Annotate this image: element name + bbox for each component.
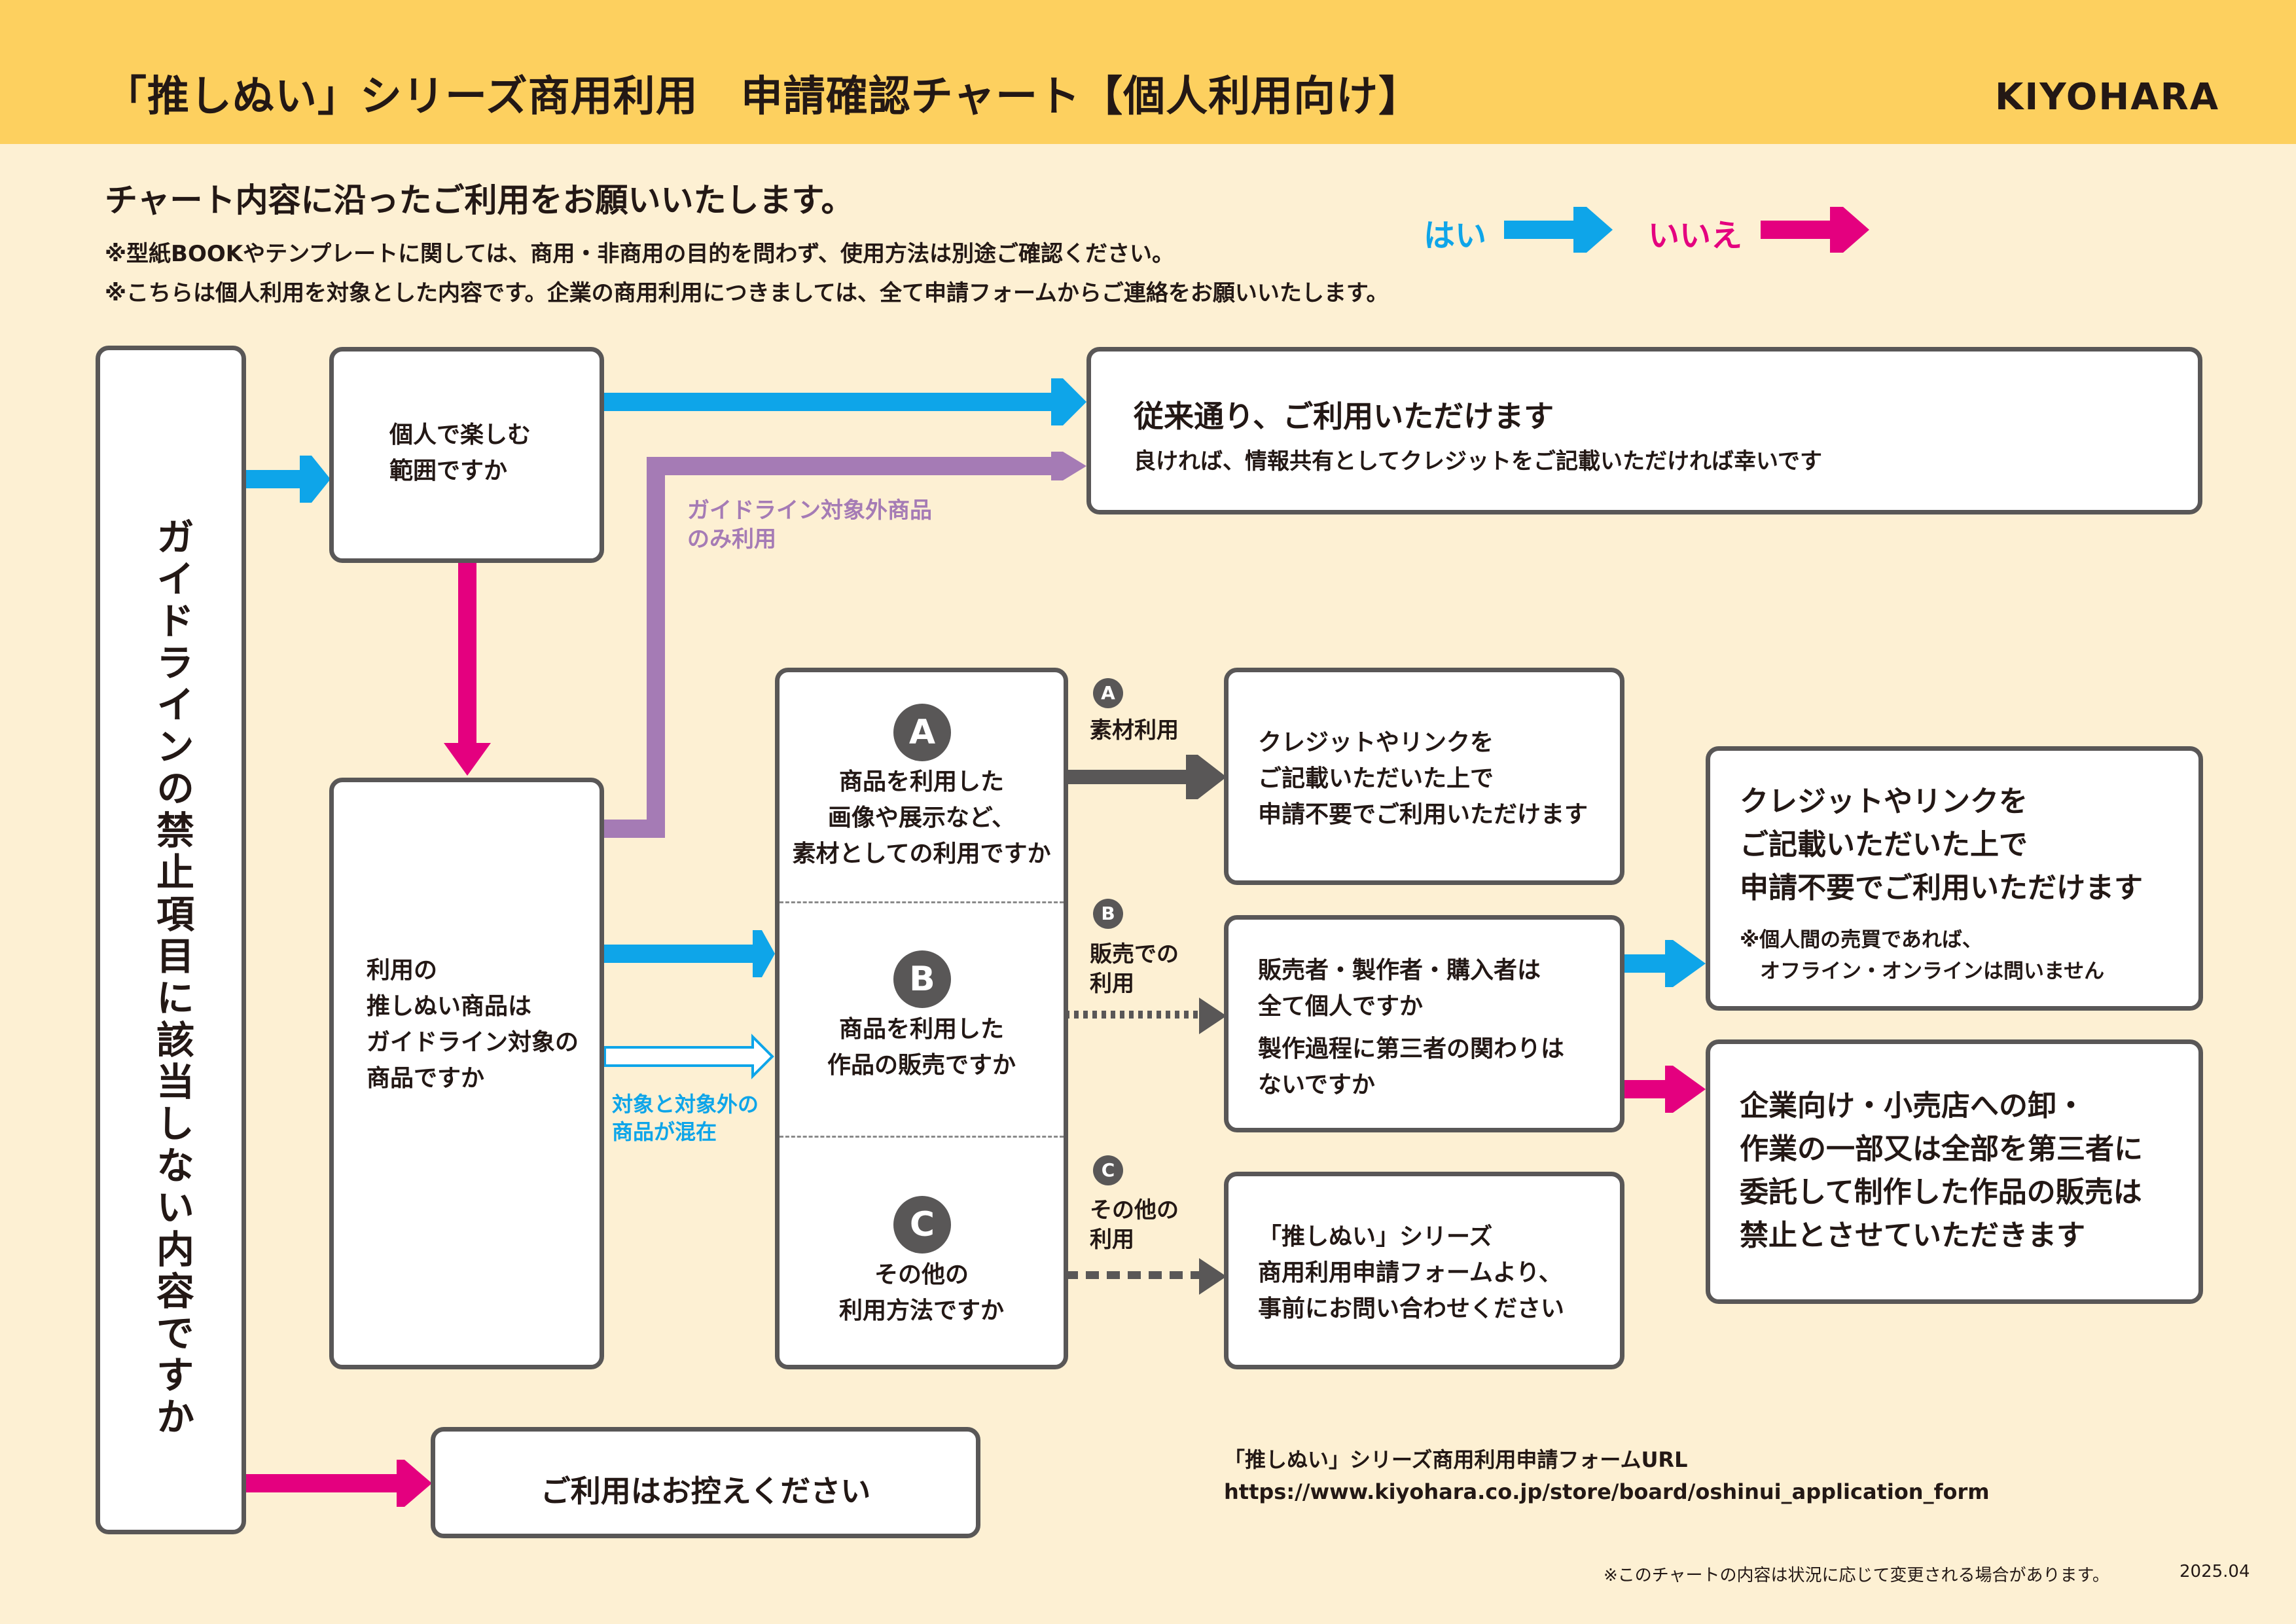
final-no-line-1: 企業向け・小売店への卸・ bbox=[1740, 1089, 2085, 1123]
product-node: 利用の 推しぬい商品は ガイドライン対象の 商品ですか bbox=[329, 778, 604, 1369]
final-no-node: 企業向け・小売店への卸・ 作業の一部又は全部を第三者に 委託して制作した作品の販… bbox=[1706, 1039, 2203, 1304]
edge-c-badge: C bbox=[1093, 1155, 1123, 1185]
product-line-4: 商品ですか bbox=[367, 1065, 485, 1092]
option-a-line-1: 商品を利用した bbox=[838, 768, 1004, 795]
refrain-node: ご利用はお控えください bbox=[431, 1427, 980, 1538]
arrow-sellers-to-final-no bbox=[1622, 1066, 1706, 1113]
edge-b-label-1: 販売での bbox=[1090, 941, 1179, 967]
options-node: A 商品を利用した 画像や展示など、 素材としての利用ですか B 商品を利用した… bbox=[775, 668, 1068, 1369]
arrow-guideline-outside-to-ok bbox=[602, 452, 1086, 838]
kiyohara-logo: KIYOHARA bbox=[1995, 76, 2220, 118]
arrow-b-to-sellers bbox=[1065, 998, 1227, 1034]
ok-title: 従来通り、ご利用いただけます bbox=[1134, 399, 1554, 434]
result-a-line-2: ご記載いただいた上で bbox=[1258, 765, 1494, 792]
option-a-line-3: 素材としての利用ですか bbox=[792, 840, 1051, 867]
final-yes-line-2: ご記載いただいた上で bbox=[1740, 828, 2028, 861]
legend-yes-label: はい bbox=[1424, 217, 1487, 254]
ok-node: 従来通り、ご利用いただけます 良ければ、情報共有としてクレジットをご記載いただけ… bbox=[1086, 347, 2202, 514]
label-guideline-outside-2: のみ利用 bbox=[687, 526, 776, 552]
form-line-1: 「推しぬい」シリーズ bbox=[1258, 1223, 1493, 1250]
sellers-line-1: 販売者・製作者・購入者は bbox=[1258, 957, 1541, 984]
edge-c-label-2: 利用 bbox=[1090, 1227, 1134, 1253]
option-c-line-1: その他の bbox=[874, 1261, 969, 1288]
options-divider-2 bbox=[780, 1136, 1064, 1138]
options-divider-1 bbox=[780, 901, 1064, 903]
option-b-line-1: 商品を利用した bbox=[838, 1016, 1004, 1043]
page-title: 「推しぬい」シリーズ商用利用 申請確認チャート【個人利用向け】 bbox=[105, 73, 1422, 121]
form-line-2: 商用利用申請フォームより、 bbox=[1258, 1259, 1562, 1286]
product-line-2: 推しぬい商品は bbox=[367, 993, 532, 1020]
legend-yes-arrow bbox=[1504, 207, 1613, 253]
legend-no-arrow bbox=[1761, 207, 1869, 253]
sellers-line-3: 製作過程に第三者の関わりは bbox=[1258, 1036, 1565, 1062]
result-a-line-3: 申請不要でご利用いただけます bbox=[1258, 801, 1588, 828]
final-yes-note-2: オフライン・オンラインは問いません bbox=[1740, 960, 2105, 983]
final-no-line-3: 委託して制作した作品の販売は bbox=[1740, 1176, 2142, 1209]
option-b-badge: B bbox=[893, 950, 951, 1008]
disclaimer: ※このチャートの内容は状況に応じて変更される場合があります。 bbox=[1604, 1566, 2109, 1585]
result-a-line-1: クレジットやリンクを bbox=[1258, 729, 1494, 756]
edge-c-label-1: その他の bbox=[1090, 1197, 1179, 1223]
intro-heading: チャート内容に沿ったご利用をお願いいたします。 bbox=[105, 181, 854, 219]
arrow-personal-to-ok bbox=[602, 378, 1086, 425]
intro-note-2: ※こちらは個人利用を対象とした内容です。企業の商用利用につきましては、全て申請フ… bbox=[105, 280, 1389, 306]
refrain-text: ご利用はお控えください bbox=[540, 1473, 871, 1509]
sellers-line-2: 全て個人ですか bbox=[1258, 993, 1424, 1020]
personal-line-1: 個人で楽しむ bbox=[389, 422, 531, 448]
label-mixed-2: 商品が混在 bbox=[612, 1119, 717, 1144]
final-yes-line-1: クレジットやリンクを bbox=[1740, 785, 2028, 818]
arrow-mixed-to-options bbox=[603, 1034, 774, 1079]
final-yes-node: クレジットやリンクを ご記載いただいた上で 申請不要でご利用いただけます ※個人… bbox=[1706, 746, 2203, 1011]
personal-node: 個人で楽しむ 範囲ですか bbox=[329, 347, 604, 563]
arrow-product-to-options bbox=[602, 930, 775, 977]
final-no-line-4: 禁止とさせていただきます bbox=[1740, 1219, 2085, 1252]
option-c-badge: C bbox=[893, 1196, 951, 1254]
label-mixed-1: 対象と対象外の bbox=[612, 1092, 759, 1117]
arrow-start-to-personal bbox=[245, 456, 331, 503]
final-yes-line-3: 申請不要でご利用いただけます bbox=[1740, 871, 2143, 905]
arrow-start-to-refrain bbox=[245, 1460, 432, 1507]
edge-b-badge: B bbox=[1093, 899, 1123, 929]
product-line-3: ガイドライン対象の bbox=[367, 1029, 579, 1056]
personal-line-2: 範囲ですか bbox=[389, 458, 508, 484]
product-line-1: 利用の bbox=[367, 957, 438, 984]
arrow-c-to-form bbox=[1065, 1258, 1227, 1295]
result-a-node: クレジットやリンクを ご記載いただいた上で 申請不要でご利用いただけます bbox=[1224, 668, 1624, 885]
arrow-a-to-result bbox=[1065, 755, 1227, 799]
option-a-line-2: 画像や展示など、 bbox=[827, 804, 1016, 831]
option-a-badge: A bbox=[893, 704, 951, 761]
arrow-sellers-to-final-yes bbox=[1622, 940, 1706, 987]
form-url-title: 「推しぬい」シリーズ商用利用申請フォームURL bbox=[1224, 1447, 1688, 1472]
sellers-line-4: ないですか bbox=[1258, 1072, 1375, 1098]
header-bar bbox=[0, 0, 2296, 144]
intro-note-1: ※型紙BOOKやテンプレートに関しては、商用・非商用の目的を問わず、使用方法は別… bbox=[105, 241, 1175, 267]
form-line-3: 事前にお問い合わせください bbox=[1258, 1295, 1565, 1322]
label-guideline-outside-1: ガイドライン対象外商品 bbox=[687, 497, 932, 524]
form-node: 「推しぬい」シリーズ 商用利用申請フォームより、 事前にお問い合わせください bbox=[1224, 1172, 1624, 1369]
option-b-line-2: 作品の販売ですか bbox=[827, 1052, 1016, 1079]
sellers-node: 販売者・製作者・購入者は 全て個人ですか 製作過程に第三者の関わりは ないですか bbox=[1224, 915, 1624, 1132]
final-no-line-2: 作業の一部又は全部を第三者に bbox=[1740, 1132, 2143, 1166]
edge-a-badge: A bbox=[1093, 678, 1123, 708]
edge-a-label: 素材利用 bbox=[1090, 717, 1179, 744]
legend-no-label: いいえ bbox=[1648, 217, 1743, 254]
option-c-line-2: 利用方法ですか bbox=[838, 1297, 1004, 1324]
form-url-link[interactable]: https://www.kiyohara.co.jp/store/board/o… bbox=[1224, 1479, 1990, 1504]
edge-b-label-2: 利用 bbox=[1090, 971, 1134, 997]
final-yes-note-1: ※個人間の売買であれば、 bbox=[1740, 928, 1982, 952]
arrow-personal-to-product bbox=[444, 560, 491, 776]
start-question: ガイドラインの禁止項目に該当しない内容ですか bbox=[150, 517, 194, 1439]
revision-date: 2025.04 bbox=[2179, 1562, 2250, 1581]
start-node bbox=[96, 346, 246, 1534]
ok-subtitle: 良ければ、情報共有としてクレジットをご記載いただければ幸いです bbox=[1134, 448, 1822, 475]
